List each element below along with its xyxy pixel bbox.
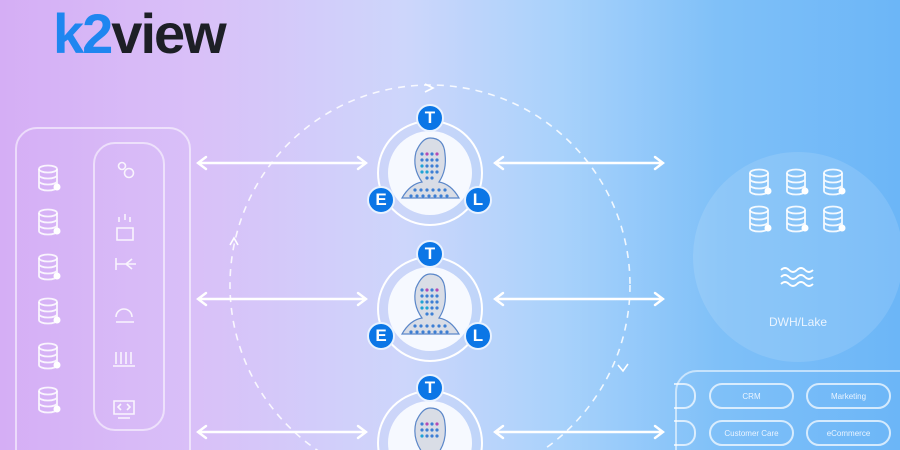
app-stub-2 [674,420,696,446]
load-badge[interactable]: L [464,322,492,350]
dwh-lake-label: DWH/Lake [768,315,827,329]
lake-waves-icon [780,267,814,287]
tools-panel [93,142,165,431]
app-marketing[interactable]: Marketing [806,383,891,409]
load-badge[interactable]: L [464,186,492,214]
etl-node-1[interactable]: T E L [365,104,495,238]
source-icons [38,161,136,419]
source-systems-panel [15,127,191,450]
apps-panel [675,370,900,450]
app-crm[interactable]: CRM [709,383,794,409]
app-customer-care[interactable]: Customer Care [709,420,794,446]
dwh-database-icons [749,168,847,287]
k2view-logo: k2view [53,2,227,65]
etl-node-3[interactable]: T [365,374,495,450]
transform-badge[interactable]: T [416,104,444,132]
dwh-lake-target: DWH/Lake [693,152,900,362]
micro-db-icon [377,390,483,450]
etl-node-2[interactable]: T E L [365,240,495,374]
app-ecommerce[interactable]: eCommerce [806,420,891,446]
micro-db-icon [377,120,483,226]
micro-db-icon [377,256,483,362]
app-stub-1 [674,383,696,409]
transform-badge[interactable]: T [416,374,444,402]
transform-badge[interactable]: T [416,240,444,268]
extract-badge[interactable]: E [367,186,395,214]
extract-badge[interactable]: E [367,322,395,350]
